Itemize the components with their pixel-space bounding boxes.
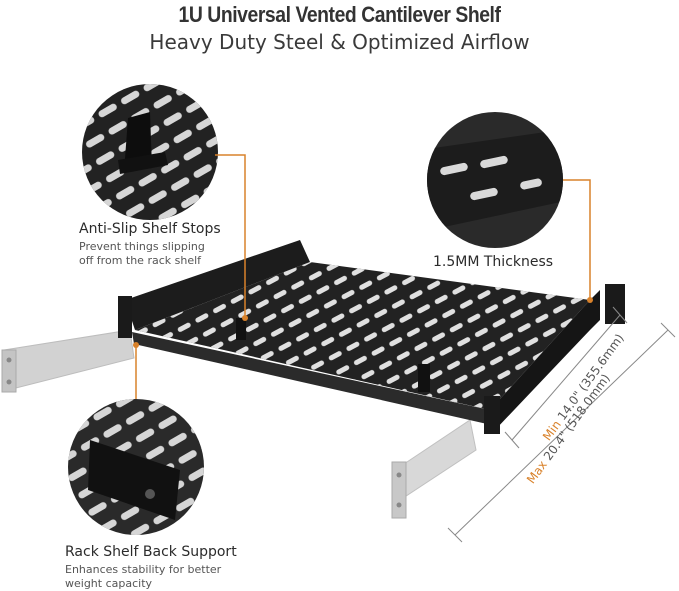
shelf-tray bbox=[118, 240, 625, 434]
thickness-title: 1.5MM Thickness bbox=[433, 254, 554, 270]
left-rail-bracket bbox=[1, 329, 135, 393]
shelf-stops-desc: Prevent things slipping off from the rac… bbox=[79, 240, 205, 268]
shelf-stops-desc-line2: off from the rack shelf bbox=[79, 254, 202, 267]
page-title: 1U Universal Vented Cantilever Shelf bbox=[178, 2, 501, 27]
right-rail-bracket bbox=[391, 419, 477, 519]
shelf-stops-title: Anti-Slip Shelf Stops bbox=[79, 221, 221, 237]
zoom-shelf-stops bbox=[82, 84, 218, 220]
back-support-desc-line2: weight capacity bbox=[65, 577, 153, 590]
shelf-stops-desc-line1: Prevent things slipping bbox=[79, 240, 205, 253]
callout-lines bbox=[135, 154, 591, 399]
zoom-thickness bbox=[427, 112, 563, 248]
dimension-lines bbox=[447, 306, 676, 543]
back-support-desc: Enhances stability for better weight cap… bbox=[65, 563, 221, 591]
back-support-title: Rack Shelf Back Support bbox=[65, 544, 237, 560]
back-support-desc-line1: Enhances stability for better bbox=[65, 563, 222, 576]
page-subtitle: Heavy Duty Steel & Optimized Airflow bbox=[149, 30, 530, 54]
zoom-back-support bbox=[68, 399, 204, 535]
